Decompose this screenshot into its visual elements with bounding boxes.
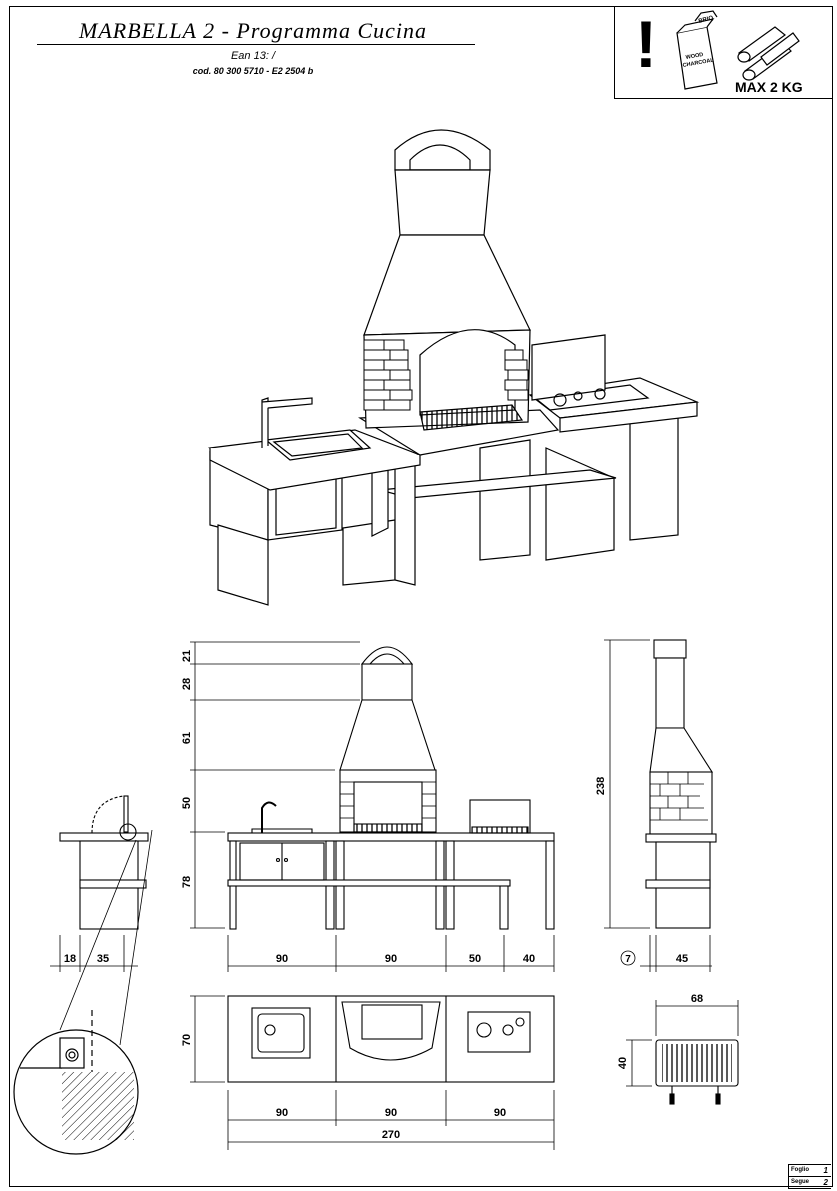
drawing-title: MARBELLA 2 - Programma Cucina bbox=[79, 18, 427, 43]
dim-label: 21 bbox=[181, 650, 193, 662]
title-underline bbox=[37, 44, 475, 45]
max-load-label: MAX 2 KG bbox=[735, 79, 803, 95]
product-code: cod. 80 300 5710 - E2 2504 b bbox=[192, 66, 314, 76]
front-height-dimensions bbox=[190, 641, 360, 929]
plan-labels: 70 90 90 90 270 bbox=[181, 1034, 506, 1141]
dim-label: 50 bbox=[181, 797, 193, 809]
grill-dimensions bbox=[626, 1000, 739, 1087]
perspective-view bbox=[207, 129, 700, 606]
svg-text:WOOD: WOOD bbox=[685, 52, 704, 61]
dim-label: 40 bbox=[523, 953, 535, 965]
side-dimensions bbox=[604, 639, 712, 972]
dim-label: 40 bbox=[617, 1057, 629, 1069]
svg-text:CHARCOAL: CHARCOAL bbox=[682, 57, 715, 68]
dim-label: 90 bbox=[276, 953, 288, 965]
dim-label: 7 bbox=[625, 954, 631, 965]
dim-label: 61 bbox=[181, 732, 193, 744]
dim-label: 68 bbox=[691, 993, 703, 1005]
dim-label: 78 bbox=[181, 876, 193, 888]
front-height-labels: 21 28 61 50 78 bbox=[181, 650, 193, 888]
dim-label: 45 bbox=[676, 953, 688, 965]
detail-leader bbox=[119, 829, 153, 1046]
dim-label: 270 bbox=[382, 1129, 400, 1141]
front-width-dimensions bbox=[227, 935, 555, 972]
front-width-labels: 90 90 50 40 bbox=[276, 953, 535, 965]
detail-circle bbox=[13, 1010, 139, 1155]
dim-label: 238 bbox=[595, 777, 607, 795]
drawing-frame bbox=[9, 6, 833, 1187]
firewood-icon bbox=[737, 26, 800, 81]
sink-side-labels: 18 35 bbox=[64, 953, 109, 965]
charcoal-bag-icon: BRIQ WOOD CHARCOAL bbox=[676, 10, 718, 90]
front-elevation bbox=[227, 646, 555, 930]
plan-view bbox=[227, 995, 555, 1083]
dim-label: 90 bbox=[385, 953, 397, 965]
dim-label: 70 bbox=[181, 1034, 193, 1046]
exclamation-icon: ! bbox=[635, 7, 657, 81]
dim-label: 90 bbox=[494, 1107, 506, 1119]
sink-side-view bbox=[59, 795, 149, 930]
dim-label: 18 bbox=[64, 953, 76, 965]
grill-detail bbox=[655, 1039, 739, 1105]
plan-dimensions bbox=[190, 995, 555, 1150]
grill-labels: 68 40 bbox=[617, 993, 703, 1069]
dim-label: 90 bbox=[276, 1107, 288, 1119]
dim-label: 28 bbox=[181, 678, 193, 690]
sink-side-dimensions bbox=[50, 935, 138, 972]
warning-pictograms: BRIQ WOOD CHARCOAL bbox=[676, 10, 800, 90]
dim-label: 35 bbox=[97, 953, 109, 965]
svg-text:BRIQ: BRIQ bbox=[698, 15, 714, 25]
side-elevation bbox=[645, 639, 717, 929]
dim-label: 90 bbox=[385, 1107, 397, 1119]
side-labels: 238 45 7 bbox=[595, 777, 688, 965]
warning-box: ! BRIQ WOOD CHARCOAL MAX 2 KG bbox=[614, 6, 833, 99]
ean-code: Ean 13: / bbox=[230, 50, 276, 62]
dim-label: 50 bbox=[469, 953, 481, 965]
detail-leader bbox=[59, 839, 137, 1031]
